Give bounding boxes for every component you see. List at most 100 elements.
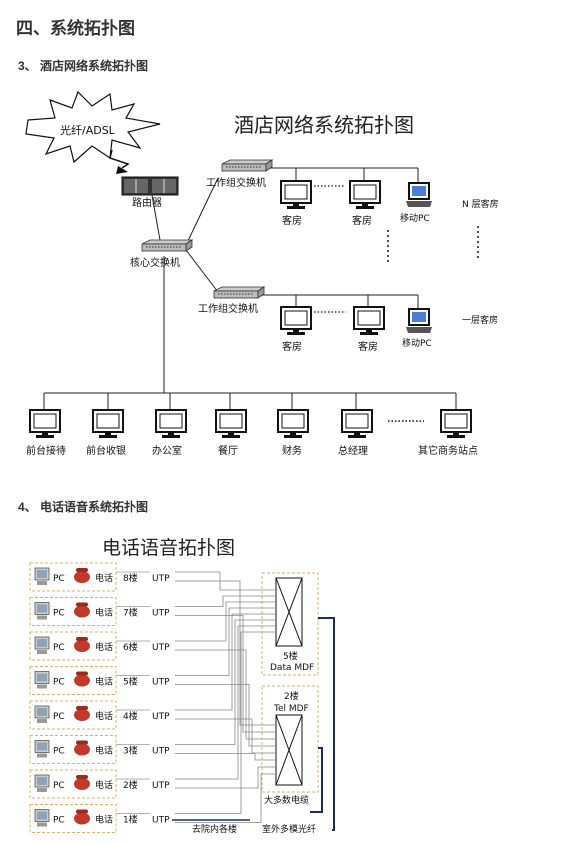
pc-label: PC [53, 781, 65, 791]
pc-label: PC [53, 609, 65, 619]
data-cable-line [175, 613, 276, 711]
bottom-label-5: 财务 [282, 444, 302, 457]
phone-label: 电话 [95, 641, 113, 653]
utp-label: UTP [152, 574, 170, 584]
pc-base [37, 615, 47, 620]
pc-label: PC [53, 643, 65, 653]
utp-label: UTP [152, 747, 170, 757]
pc-screen [37, 708, 47, 716]
top-room-1: 客房 [282, 214, 302, 227]
tel-mdf-floor: 2楼 [284, 690, 299, 702]
outdoor-fiber-label: 室外多模光纤 [262, 823, 316, 835]
tel-cable-line [175, 753, 276, 761]
top-room-2: 客房 [352, 214, 372, 227]
utp-label: UTP [152, 781, 170, 791]
cable-label: 大多数电缆 [264, 794, 309, 806]
phone-icon [74, 812, 90, 825]
data-cable-line [175, 631, 276, 814]
section-heading: 四、系统拓扑图 [16, 19, 135, 38]
tel-cable-line [175, 580, 276, 726]
phone-topology-diagram: 电话语音拓扑图 5楼 Data MDF 2楼 Tel MDF 大多数电缆 去院内… [29, 537, 335, 835]
phone-label: 电话 [95, 607, 113, 619]
laptop-icon [405, 182, 433, 208]
network-heading: 3、 酒店网络系统拓扑图 [18, 59, 149, 73]
phone-icon [74, 640, 90, 652]
tel-cable-line [175, 766, 276, 789]
phone-label: 电话 [95, 676, 113, 688]
phone-heading: 4、 电话语音系统拓扑图 [18, 500, 149, 514]
room-pc-icon [280, 180, 312, 210]
data-cable-line [175, 601, 276, 642]
floor-label: 1楼 [123, 814, 138, 826]
pc-screen [37, 673, 47, 682]
floor-label: 2楼 [123, 779, 138, 791]
mid-room-1: 客房 [282, 340, 302, 353]
phone-icon [74, 674, 90, 687]
internet-cloud-icon [25, 90, 161, 164]
utp-label: UTP [152, 643, 170, 653]
workstation-pc-icon [341, 409, 373, 439]
phone-label: 电话 [95, 710, 113, 722]
floor-label: 7楼 [123, 607, 138, 619]
core-switch-label: 核心交换机 [130, 256, 180, 269]
workgroup-switch-top-icon [221, 159, 273, 172]
data-mdf-floor: 5楼 [283, 650, 298, 662]
pc-label: PC [53, 712, 65, 722]
pc-label: PC [53, 678, 65, 688]
room-pc-icon [349, 180, 381, 210]
phone-handset [76, 637, 88, 641]
workstation-pc-icon [215, 409, 247, 439]
pc-label: PC [53, 747, 65, 757]
room-pc-icon [353, 306, 385, 336]
phone-handset [76, 568, 88, 572]
pc-base [37, 581, 47, 585]
mid-room-2: 客房 [358, 340, 378, 353]
bottom-label-4: 餐厅 [218, 444, 238, 457]
phone-title: 电话语音拓扑图 [102, 537, 235, 559]
pc-label: PC [53, 816, 65, 826]
router-icon [121, 176, 179, 196]
pc-base [37, 684, 47, 689]
tel-cable-line [175, 718, 276, 754]
bottom-label-7: 其它商务站点 [418, 444, 478, 457]
mid-floor-label: 一层客房 [462, 314, 498, 326]
data-cable-line [175, 625, 276, 780]
phone-handset [76, 671, 88, 676]
pc-screen [37, 742, 47, 751]
top-floor-label: N 层客房 [462, 198, 499, 210]
bottom-label-1: 前台接待 [26, 444, 66, 457]
pc-base [37, 822, 47, 827]
utp-label: UTP [152, 678, 170, 688]
phone-icon [74, 605, 90, 618]
laptop-icon [405, 308, 433, 334]
workgroup-switch-mid-icon [213, 286, 265, 299]
mid-mobile-pc: 移动PC [402, 337, 432, 349]
bottom-label-6: 总经理 [338, 444, 368, 457]
floor-label: 6楼 [123, 641, 138, 653]
core-switch-icon [141, 239, 193, 252]
floor-label: 5楼 [123, 676, 138, 688]
workgroup-switch-top-label: 工作组交换机 [206, 176, 266, 189]
tel-cable-line [175, 615, 276, 733]
data-mdf-label: Data MDF [270, 663, 314, 673]
phone-handset [76, 706, 88, 710]
workstation-pc-icon [277, 409, 309, 439]
phone-icon [74, 709, 90, 721]
data-cable-line [175, 619, 276, 745]
network-topology-diagram: 酒店网络系统拓扑图 光纤/ADSL 路由器 核心交换机 [25, 90, 499, 457]
data-cable-line [175, 607, 276, 676]
workgroup-switch-mid-label: 工作组交换机 [198, 302, 258, 315]
pc-screen [37, 777, 47, 785]
floor-label: 3楼 [123, 745, 138, 757]
floor-label: 4楼 [123, 710, 138, 722]
phone-icon [74, 778, 90, 790]
pc-base [37, 788, 47, 792]
tel-mdf-label: Tel MDF [273, 704, 309, 714]
bottom-label-3: 办公室 [152, 444, 182, 457]
bottom-label-2: 前台收银 [86, 444, 126, 457]
pc-base [37, 650, 47, 654]
pc-base [37, 719, 47, 723]
cloud-label: 光纤/ADSL [60, 123, 116, 137]
router-label: 路由器 [132, 196, 162, 209]
room-pc-icon [280, 306, 312, 336]
